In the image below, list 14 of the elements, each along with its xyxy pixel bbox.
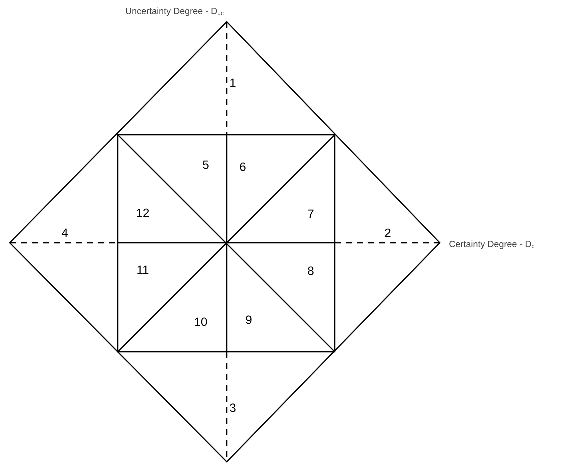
region-number: 1 — [230, 78, 236, 88]
region-number: 6 — [240, 162, 246, 172]
region-number: 7 — [308, 210, 314, 218]
region-number: 8 — [308, 266, 314, 276]
region-number: 3 — [230, 404, 236, 412]
region-number: 5 — [203, 160, 209, 170]
region-number: 11 — [138, 266, 149, 274]
region-number: 4 — [62, 228, 68, 238]
axis-label: Certainty Degree - D$_{c}$ — [450, 240, 535, 250]
region-number: 10 — [195, 318, 208, 326]
region-number: 9 — [246, 316, 252, 324]
region-number: 12 — [137, 208, 150, 218]
axis-label: Uncertainty Degree - D$_{uc}$ — [126, 8, 224, 16]
region-number: 2 — [385, 228, 391, 238]
